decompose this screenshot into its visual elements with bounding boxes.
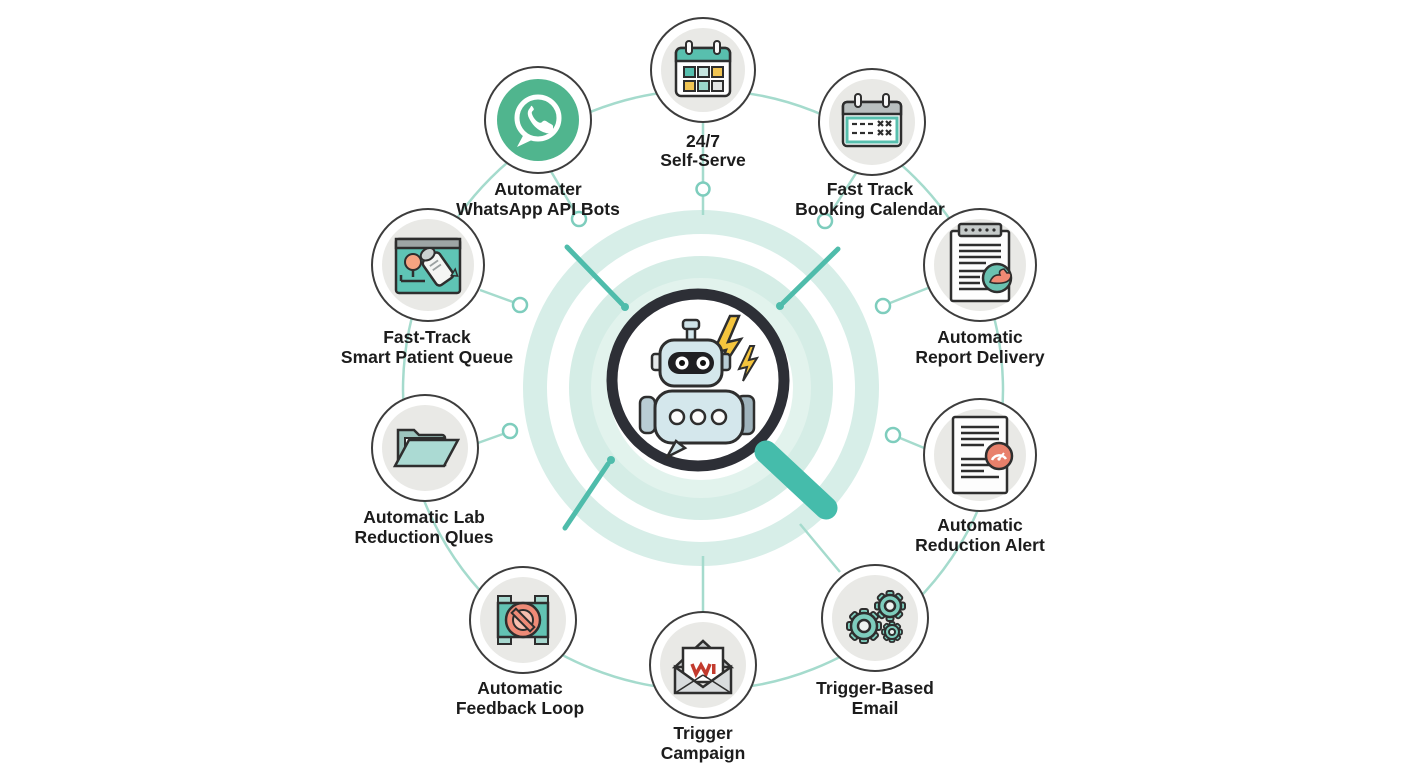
node-lab-queue: Automatic Lab Reduction Qlues <box>354 394 494 547</box>
node-label-line: Report Delivery <box>915 347 1045 367</box>
node-label-line: Booking Calendar <box>795 199 945 219</box>
node-feedback-loop: Automatic Feedback Loop <box>456 566 584 718</box>
node-label-line: Reduction Alert <box>915 535 1045 555</box>
node-patient-queue: Fast-Track Smart Patient Queue <box>341 208 513 367</box>
open-envelope-icon <box>671 639 735 695</box>
report-clipboard-icon <box>949 222 1013 303</box>
node-reduction-alert: Automatic Reduction Alert <box>915 398 1045 555</box>
whatsapp-icon <box>514 94 562 147</box>
node-label-line: Automatic Lab <box>363 507 485 527</box>
open-folder-icon <box>392 428 461 468</box>
node-trigger-email: Trigger-Based Email <box>816 564 934 718</box>
patient-checkin-icon <box>394 237 462 295</box>
node-trigger-campaign: Trigger Campaign <box>649 611 757 763</box>
center-hub <box>606 288 838 520</box>
node-label-line: Fast-Track <box>383 327 471 347</box>
node-label-line: Automatic <box>477 678 563 698</box>
gears-icon <box>846 590 906 644</box>
node-label-line: 24/7 <box>686 131 720 151</box>
schedule-calendar-icon <box>841 93 903 148</box>
node-report-delivery: Automatic Report Delivery <box>915 208 1045 367</box>
decorative-spokes <box>562 244 841 531</box>
node-label-line: WhatsApp API Bots <box>456 199 620 219</box>
node-label-line: Email <box>852 698 899 718</box>
node-label-line: Automatic <box>937 515 1023 535</box>
node-whatsapp-bots: Automater WhatsApp API Bots <box>456 66 620 219</box>
node-label-line: Campaign <box>661 743 746 763</box>
robot-chatbot-in-magnifier-icon <box>638 314 760 460</box>
node-booking-calendar: Fast Track Booking Calendar <box>795 68 945 219</box>
node-label-line: Automatic <box>937 327 1023 347</box>
node-label-line: Reduction Qlues <box>354 527 493 547</box>
node-self-serve: 24/7 Self-Serve <box>650 17 756 170</box>
node-label-line: Feedback Loop <box>456 698 584 718</box>
node-label-line: Trigger-Based <box>816 678 934 698</box>
node-label-line: Automater <box>494 179 582 199</box>
blocked-device-icon <box>496 595 550 645</box>
magnifier-handle <box>754 440 838 520</box>
calendar-grid-icon <box>674 40 732 98</box>
document-gauge-icon <box>951 415 1014 495</box>
node-label-line: Smart Patient Queue <box>341 347 513 367</box>
node-label-line: Self-Serve <box>660 150 746 170</box>
lightning-bolt-small-icon <box>737 345 760 382</box>
node-label-line: Trigger <box>673 723 733 743</box>
node-label-line: Fast Track <box>827 179 914 199</box>
